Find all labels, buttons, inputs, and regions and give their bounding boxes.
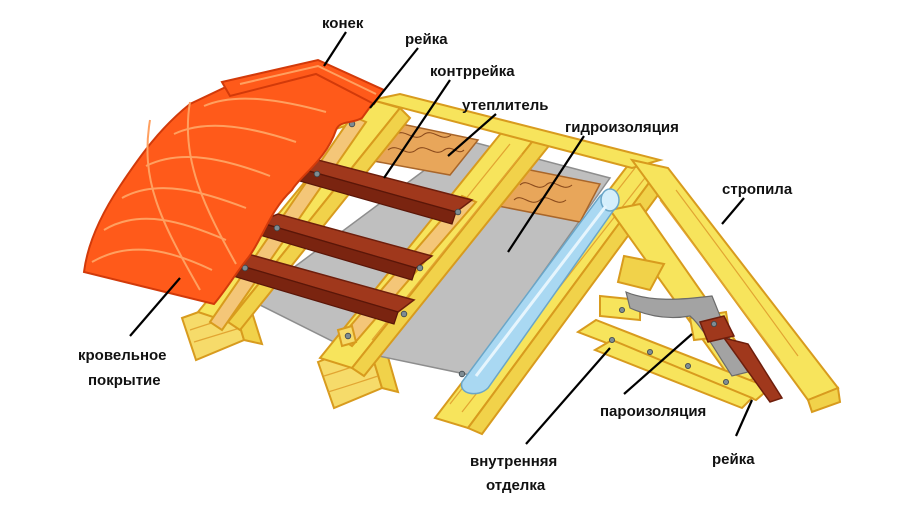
label-vapor-barrier: пароизоляция <box>600 403 706 420</box>
waterproofing-roll <box>460 188 620 395</box>
battens <box>225 120 474 378</box>
label-batten-top: рейка <box>405 31 448 48</box>
label-counter-batten: контррейка <box>430 63 515 80</box>
roof-tiles <box>82 58 386 306</box>
label-roofing-line1: кровельное <box>78 347 167 364</box>
label-insulation: утеплитель <box>462 97 548 114</box>
label-inner-finish-line2: отделка <box>486 477 546 494</box>
label-inner-finish-line1: внутренняя <box>470 453 557 470</box>
gable-frame <box>575 158 842 414</box>
label-ridge: конек <box>322 15 364 32</box>
label-roofing-line2: покрытие <box>88 372 161 389</box>
leader-lines <box>129 31 754 445</box>
label-rafters: стропила <box>722 181 793 198</box>
label-waterproofing: гидроизоляция <box>565 119 679 136</box>
labels: конек рейка контррейка утеплитель гидрои… <box>78 15 793 494</box>
label-batten-bottom: рейка <box>712 451 755 468</box>
